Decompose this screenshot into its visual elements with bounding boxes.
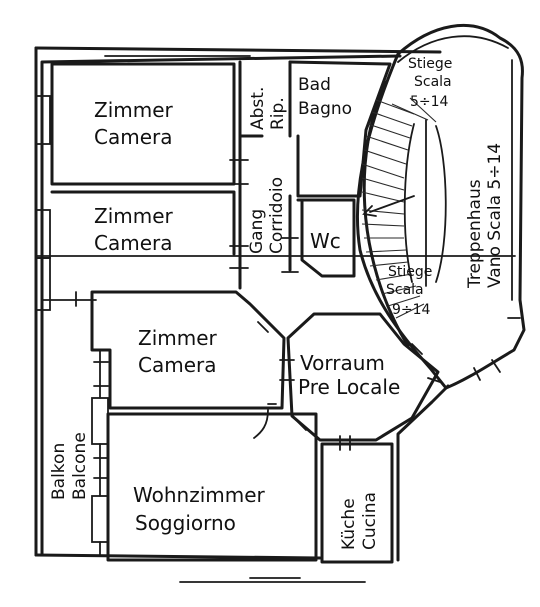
wohnzimmer-label-it: Soggiorno: [135, 511, 236, 535]
abst-label-it: Rip.: [268, 97, 288, 130]
wohnzimmer-label: Wohnzimmer: [133, 483, 266, 507]
stairs-lower-label: Stiege: [388, 264, 432, 280]
stairs-upper-label: Stiege: [408, 56, 452, 72]
vorraum-label-it: Pre Locale: [298, 375, 400, 399]
balkon-label-it: Balcone: [70, 432, 90, 500]
stairs-upper-label-it: Scala: [414, 74, 452, 90]
zimmer2-label: Zimmer: [94, 204, 174, 228]
stairwell-label: Treppenhaus: [465, 179, 485, 289]
stairs-lower-label-it: Scala: [386, 282, 424, 298]
zimmer2-label-it: Camera: [94, 231, 173, 255]
stairwell-label-it: Vano Scala 5÷14: [485, 143, 505, 288]
wc-label: Wc: [310, 229, 341, 253]
kueche-label: Küche: [339, 498, 359, 550]
balkon-label: Balkon: [49, 443, 69, 500]
stairs-upper-range: 5÷14: [410, 94, 449, 110]
vorraum-label: Vorraum: [300, 351, 385, 375]
stairs-lower-range: 9÷14: [392, 302, 431, 318]
zimmer3-label: Zimmer: [138, 326, 218, 350]
zimmer1-label: Zimmer: [94, 98, 174, 122]
kueche-label-it: Cucina: [360, 492, 380, 550]
dimension-ticks: [75, 159, 521, 479]
bad-label-it: Bagno: [298, 99, 352, 119]
zimmer1-label-it: Camera: [94, 125, 173, 149]
stairwell: [355, 24, 526, 390]
gang-label-it: Corridoio: [267, 177, 287, 254]
zimmer3-label-it: Camera: [138, 353, 217, 377]
interior-walls: [35, 60, 516, 564]
exterior-walls: [34, 46, 442, 583]
bad-label: Bad: [298, 75, 331, 95]
gang-label: Gang: [247, 209, 267, 254]
abst-label: Abst.: [248, 87, 268, 130]
